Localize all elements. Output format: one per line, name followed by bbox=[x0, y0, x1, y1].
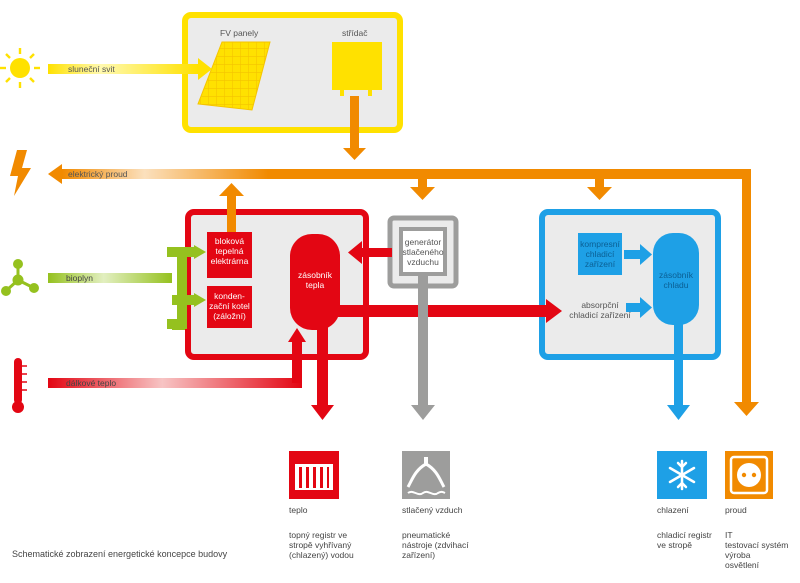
compression-chiller-label: kompresní chladicí zařízení bbox=[580, 239, 620, 269]
pv-panels-label: FV panely bbox=[220, 28, 259, 38]
compression-chiller-unit bbox=[578, 233, 622, 275]
sun-icon bbox=[0, 48, 40, 88]
power-socket-icon bbox=[725, 451, 773, 499]
inverter-unit bbox=[332, 42, 382, 90]
biogas-source-label: bioplyn bbox=[66, 273, 93, 283]
heat-output-title: teplo bbox=[289, 505, 308, 515]
absorption-chiller-label: absorpční chladicí zařízení bbox=[569, 300, 631, 320]
heat-storage-label: zásobník tepla bbox=[297, 270, 333, 290]
cooling-output-desc: chladicí registr ve stropě bbox=[657, 530, 712, 550]
power-output-title: proud bbox=[725, 505, 747, 515]
compressor-label: generátor stlačeného vzduchu bbox=[402, 237, 444, 267]
air-output-desc: pneumatické nástroje (zdvihací zařízení) bbox=[402, 530, 469, 560]
biogas-molecule-icon bbox=[1, 259, 39, 296]
pv-panel-grid bbox=[197, 41, 271, 111]
chp-label: bloková tepelná elektrárna bbox=[210, 236, 249, 266]
compressed-air-icon bbox=[402, 451, 450, 499]
thermometer-icon bbox=[12, 358, 27, 413]
compressor-unit bbox=[399, 227, 447, 276]
inverter-label: střídač bbox=[342, 28, 368, 38]
heat-storage-tank bbox=[290, 234, 340, 330]
cooling-output-title: chlazení bbox=[657, 505, 689, 515]
boiler-unit bbox=[207, 286, 252, 328]
sun-source-label: sluneční svit bbox=[68, 64, 115, 74]
heat-output-desc: topný registr ve stropě vyhřívaný (chlaz… bbox=[289, 530, 354, 560]
boiler-label: konden- zační kotel (záložní) bbox=[209, 291, 250, 321]
chp-unit bbox=[207, 232, 252, 278]
radiator-icon bbox=[289, 451, 339, 499]
cold-storage-tank bbox=[653, 233, 699, 325]
snowflake-icon bbox=[657, 451, 707, 499]
figure-caption: Schematické zobrazení energetické koncep… bbox=[12, 549, 228, 559]
power-output-desc: IT testovací systém výroba osvětlení bbox=[725, 530, 789, 570]
lightning-icon bbox=[10, 150, 31, 196]
air-output-title: stlačený vzduch bbox=[402, 505, 463, 515]
electricity-source-label: elektrický proud bbox=[68, 169, 128, 179]
cold-storage-label: zásobník chladu bbox=[658, 270, 694, 290]
district-heat-source-label: dálkové teplo bbox=[66, 378, 117, 388]
